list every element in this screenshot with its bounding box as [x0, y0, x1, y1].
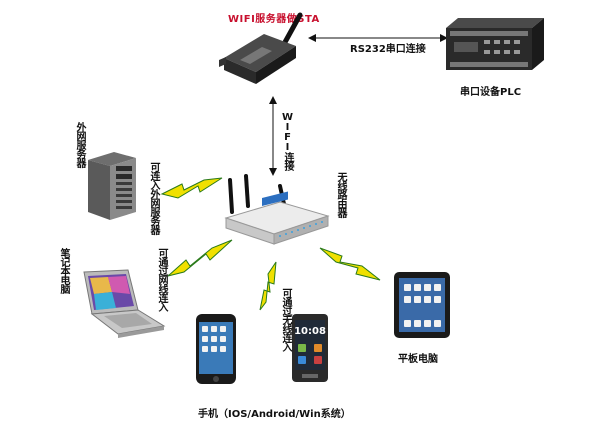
- double-arrow-icon: [308, 34, 448, 42]
- laptop-access-label: 可通过网线连入: [156, 248, 167, 311]
- router-label: 无线路由器: [335, 172, 346, 217]
- lightning-icon: [259, 261, 277, 311]
- iphone-icon: [196, 314, 236, 384]
- diagram-title: WIFI服务器做STA: [228, 14, 320, 25]
- phones-label: 手机（IOS/Android/Win系统）: [198, 409, 351, 420]
- server-icon: [88, 152, 136, 220]
- android-phone-icon: 10:08: [292, 314, 328, 382]
- lightning-icon: [319, 247, 381, 281]
- svg-text:10:08: 10:08: [294, 326, 326, 337]
- server-access-label: 可连入外网服务器: [148, 162, 159, 234]
- plc-label: 串口设备PLC: [460, 87, 522, 98]
- tablet-icon: [394, 272, 450, 338]
- lightning-icon: [160, 177, 223, 199]
- wifi-link-label: WIFI连接: [282, 112, 293, 170]
- external-server-label: 外网服务器: [74, 122, 85, 167]
- serial-link-label: RS232串口连接: [350, 44, 426, 55]
- double-arrow-icon: [269, 96, 277, 176]
- plc-icon: [446, 18, 544, 70]
- wifi-module-icon: [219, 12, 303, 84]
- lightning-icon: [167, 239, 233, 277]
- laptop-label: 笔记本电脑: [58, 248, 69, 293]
- phone-access-label: 可通过无线连入: [280, 288, 291, 351]
- router-icon: [224, 174, 330, 245]
- laptop-icon: [83, 269, 166, 338]
- tablet-label: 平板电脑: [398, 354, 438, 365]
